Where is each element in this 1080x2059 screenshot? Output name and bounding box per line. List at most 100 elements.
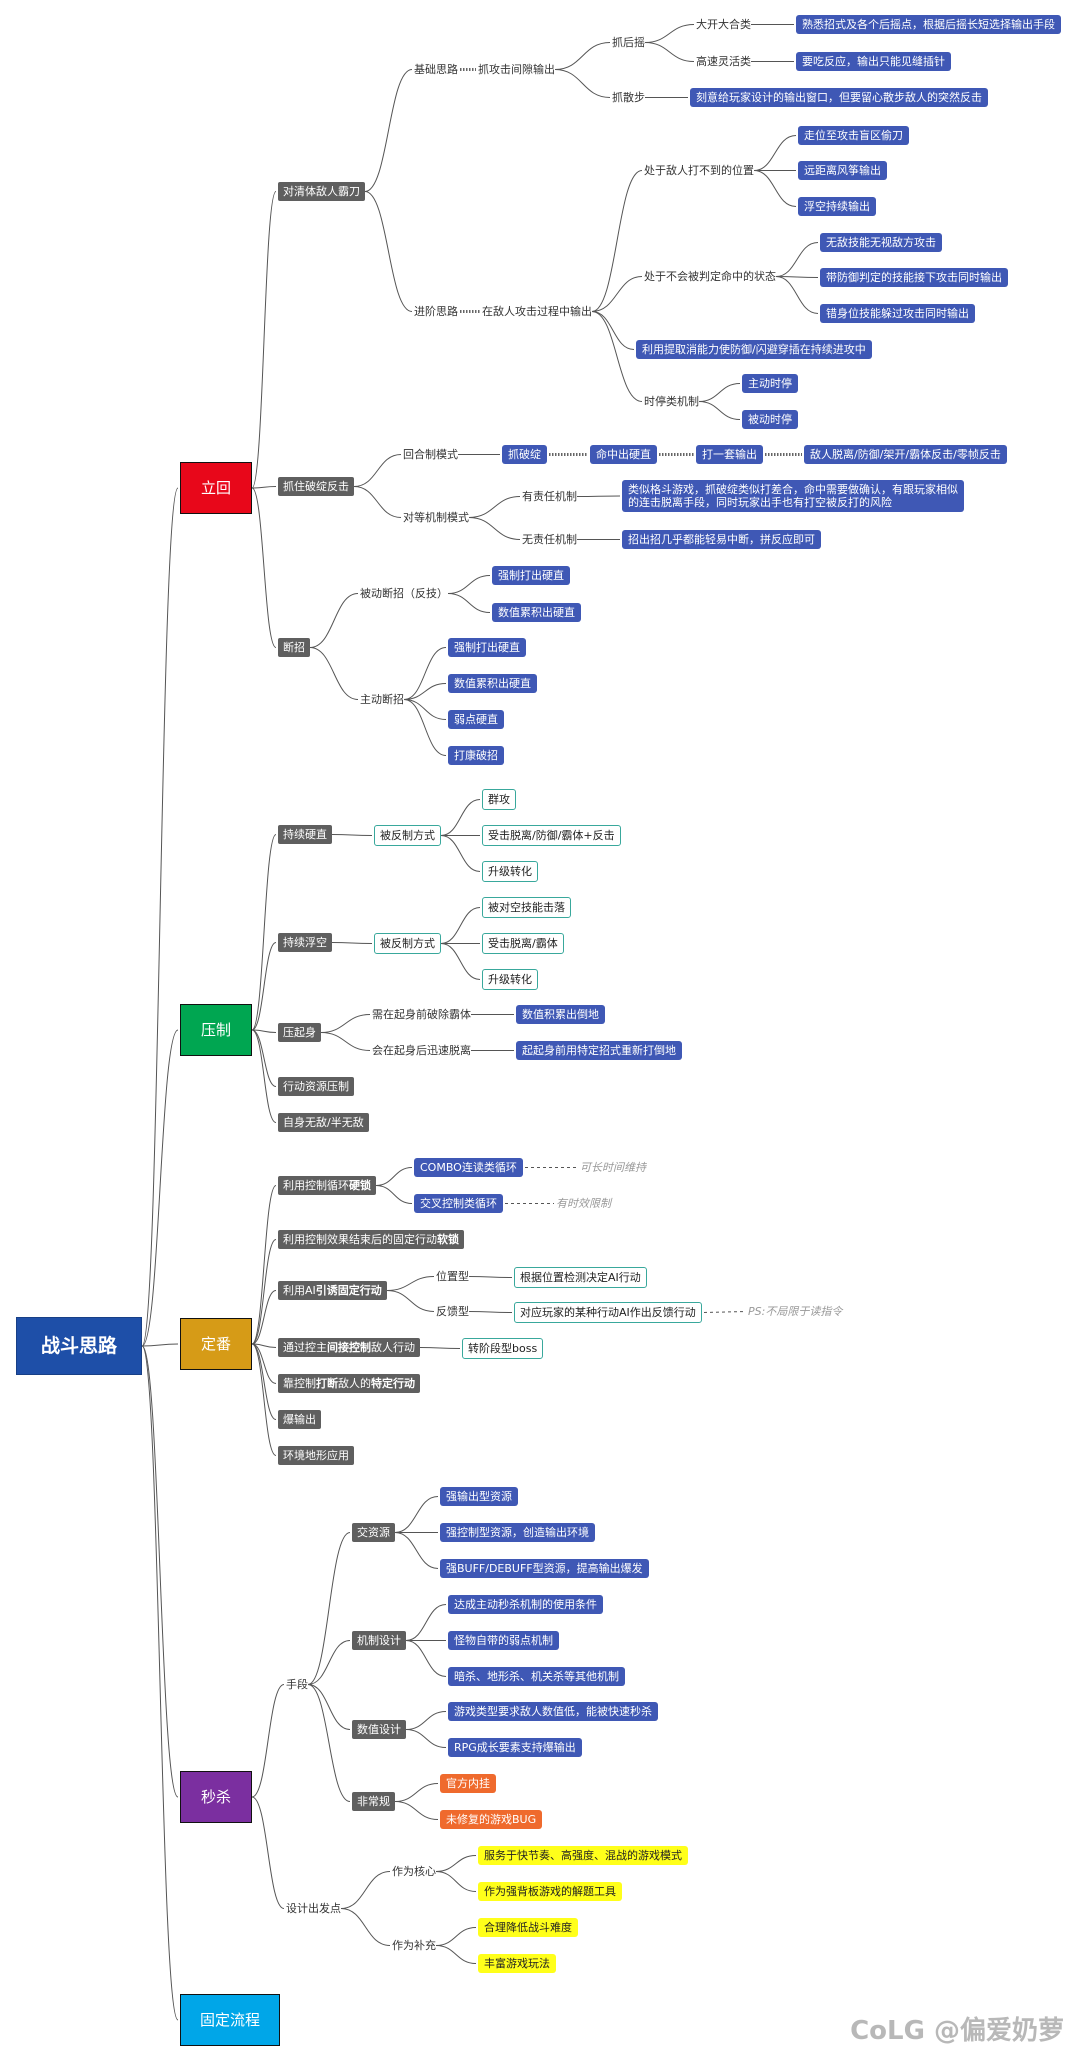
node-d3y[interactable]: 反馈型 [436, 1305, 469, 1318]
node-m2b[interactable]: 作为补充 [392, 1939, 436, 1952]
node-m1a3[interactable]: 强BUFF/DEBUFF型资源，提高输出爆发 [440, 1559, 649, 1578]
node-m1d[interactable]: 非常规 [352, 1792, 395, 1811]
node-l1b1a3[interactable]: 浮空持续输出 [798, 197, 876, 216]
node-m1c1[interactable]: 游戏类型要求敌人数值低，能被快速秒杀 [448, 1702, 658, 1721]
node-y2a[interactable]: 被反制方式 [374, 933, 441, 954]
node-l1b1d[interactable]: 时停类机制 [644, 395, 699, 408]
node-l1a1a[interactable]: 抓后摇 [612, 36, 645, 49]
node-l3b2[interactable]: 数值累积出硬直 [448, 674, 537, 693]
node-d5[interactable]: 靠控制打断敌人的特定行动 [278, 1374, 420, 1393]
node-m1a1[interactable]: 强输出型资源 [440, 1487, 518, 1506]
node-l1b1b[interactable]: 处于不会被判定命中的状态 [644, 270, 776, 283]
node-l2a4[interactable]: 敌人脱离/防御/架开/霸体反击/零帧反击 [804, 445, 1007, 464]
node-l2[interactable]: 抓住破绽反击 [278, 477, 354, 496]
node-m1b3[interactable]: 暗杀、地形杀、机关杀等其他机制 [448, 1667, 625, 1686]
node-d3y1[interactable]: 对应玩家的某种行动AI作出反馈行动 [514, 1302, 702, 1323]
node-l3[interactable]: 断招 [278, 638, 310, 657]
node-l1b1c[interactable]: 利用提取消能力使防御/闪避穿插在持续进攻中 [636, 340, 872, 359]
node-l1b1a2[interactable]: 远距离风筝输出 [798, 161, 887, 180]
node-y3b[interactable]: 会在起身后迅速脱离 [372, 1044, 471, 1057]
node-l1b1b3[interactable]: 错身位技能躲过攻击同时输出 [820, 304, 975, 323]
node-m1c[interactable]: 数值设计 [352, 1720, 406, 1739]
node-m1a[interactable]: 交资源 [352, 1523, 395, 1542]
node-l1[interactable]: 对清体敌人霸刀 [278, 182, 365, 201]
node-m1d2[interactable]: 未修复的游戏BUG [440, 1810, 543, 1829]
node-l3b[interactable]: 主动断招 [360, 693, 404, 706]
node-d3x[interactable]: 位置型 [436, 1270, 469, 1283]
node-l2b[interactable]: 对等机制模式 [403, 511, 469, 524]
node-l3a2[interactable]: 数值累积出硬直 [492, 603, 581, 622]
node-d3x1[interactable]: 根据位置检测决定AI行动 [514, 1267, 647, 1288]
node-y3a1[interactable]: 数值积累出倒地 [516, 1005, 605, 1024]
node-d6[interactable]: 爆输出 [278, 1410, 321, 1429]
node-l2a2[interactable]: 命中出硬直 [590, 445, 657, 464]
node-y1a3[interactable]: 升级转化 [482, 861, 538, 882]
node-l2a[interactable]: 回合制模式 [403, 448, 458, 461]
node-l1a1a2t[interactable]: 要吃反应，输出只能见缝插针 [796, 52, 951, 71]
node-l1a1b[interactable]: 抓散步 [612, 91, 645, 104]
node-l3b4[interactable]: 打康破招 [448, 746, 504, 765]
node-l1a1a1t[interactable]: 熟悉招式及各个后摇点，根据后摇长短选择输出手段 [796, 15, 1061, 34]
node-m2[interactable]: 设计出发点 [286, 1902, 341, 1915]
node-y2a2[interactable]: 受击脱离/霸体 [482, 933, 564, 954]
node-l1b[interactable]: 进阶思路 [414, 305, 458, 318]
node-l1b1a[interactable]: 处于敌人打不到的位置 [644, 164, 754, 177]
root-node[interactable]: 战斗思路 [16, 1317, 142, 1375]
branch-dingfan[interactable]: 定番 [180, 1318, 252, 1370]
node-l1a1a2[interactable]: 高速灵活类 [696, 55, 751, 68]
node-l3b1[interactable]: 强制打出硬直 [448, 638, 526, 657]
node-l1b1b2[interactable]: 带防御判定的技能接下攻击同时输出 [820, 268, 1008, 287]
node-m1b1[interactable]: 达成主动秒杀机制的使用条件 [448, 1595, 603, 1614]
node-m1d1[interactable]: 官方内挂 [440, 1774, 496, 1793]
node-l1b1b1[interactable]: 无敌技能无视敌方攻击 [820, 233, 942, 252]
node-m2a2[interactable]: 作为强背板游戏的解题工具 [478, 1882, 622, 1901]
node-d3[interactable]: 利用AI引诱固定行动 [278, 1281, 387, 1300]
node-l2b2[interactable]: 无责任机制 [522, 533, 577, 546]
node-l2b1[interactable]: 有责任机制 [522, 490, 577, 503]
node-l3b3[interactable]: 弱点硬直 [448, 710, 504, 729]
node-l2a3[interactable]: 打一套输出 [696, 445, 763, 464]
branch-liliji[interactable]: 立回 [180, 462, 252, 514]
node-m1c2[interactable]: RPG成长要素支持爆输出 [448, 1738, 582, 1757]
node-m1b2[interactable]: 怪物自带的弱点机制 [448, 1631, 559, 1650]
node-l1b1[interactable]: 在敌人攻击过程中输出 [482, 305, 592, 318]
node-l1a1bt[interactable]: 刻意给玩家设计的输出窗口，但要留心散步敌人的突然反击 [690, 88, 988, 107]
node-m1a2[interactable]: 强控制型资源，创造输出环境 [440, 1523, 595, 1542]
node-y1a2[interactable]: 受击脱离/防御/霸体+反击 [482, 825, 621, 846]
node-y3b1[interactable]: 起起身前用特定招式重新打倒地 [516, 1041, 682, 1060]
node-d1[interactable]: 利用控制循环硬锁 [278, 1176, 376, 1195]
node-l1b1d1[interactable]: 主动时停 [742, 374, 798, 393]
node-l3a1[interactable]: 强制打出硬直 [492, 566, 570, 585]
node-y3a[interactable]: 需在起身前破除霸体 [372, 1008, 471, 1021]
node-y5[interactable]: 自身无敌/半无敌 [278, 1113, 369, 1132]
node-l1a1[interactable]: 抓攻击间隙输出 [478, 63, 555, 76]
node-l2a1[interactable]: 抓破绽 [502, 445, 547, 464]
node-l1b1d2[interactable]: 被动时停 [742, 410, 798, 429]
node-m2b1[interactable]: 合理降低战斗难度 [478, 1918, 578, 1937]
branch-yazhi[interactable]: 压制 [180, 1004, 252, 1056]
branch-guding[interactable]: 固定流程 [180, 1994, 280, 2046]
node-d1x[interactable]: COMBO连读类循环 [414, 1158, 523, 1177]
node-m2a1[interactable]: 服务于快节奏、高强度、混战的游戏模式 [478, 1846, 688, 1865]
node-l1a1a1[interactable]: 大开大合类 [696, 18, 751, 31]
node-d4x[interactable]: 转阶段型boss [462, 1338, 544, 1359]
node-m1[interactable]: 手段 [286, 1678, 308, 1691]
node-m1b[interactable]: 机制设计 [352, 1631, 406, 1650]
node-y4[interactable]: 行动资源压制 [278, 1077, 354, 1096]
node-d1y[interactable]: 交叉控制类循环 [414, 1194, 503, 1213]
node-l2b1t[interactable]: 类似格斗游戏，抓破绽类似打差合，命中需要做确认，有跟玩家相似 的连击脱离手段，同… [622, 480, 964, 512]
node-l1b1a1[interactable]: 走位至攻击盲区偷刀 [798, 126, 909, 145]
branch-miaosha[interactable]: 秒杀 [180, 1771, 252, 1823]
node-y1a[interactable]: 被反制方式 [374, 825, 441, 846]
node-y2a3[interactable]: 升级转化 [482, 969, 538, 990]
node-y1a1[interactable]: 群攻 [482, 789, 516, 810]
node-y2a1[interactable]: 被对空技能击落 [482, 897, 571, 918]
node-d4[interactable]: 通过控主间接控制敌人行动 [278, 1338, 420, 1357]
node-y2[interactable]: 持续浮空 [278, 933, 332, 952]
node-m2a[interactable]: 作为核心 [392, 1865, 436, 1878]
node-d7[interactable]: 环境地形应用 [278, 1446, 354, 1465]
node-y3[interactable]: 压起身 [278, 1023, 321, 1042]
node-y1[interactable]: 持续硬直 [278, 825, 332, 844]
node-l2b2t[interactable]: 招出招几乎都能轻易中断，拼反应即可 [622, 530, 821, 549]
node-d2[interactable]: 利用控制效果结束后的固定行动软锁 [278, 1230, 464, 1249]
